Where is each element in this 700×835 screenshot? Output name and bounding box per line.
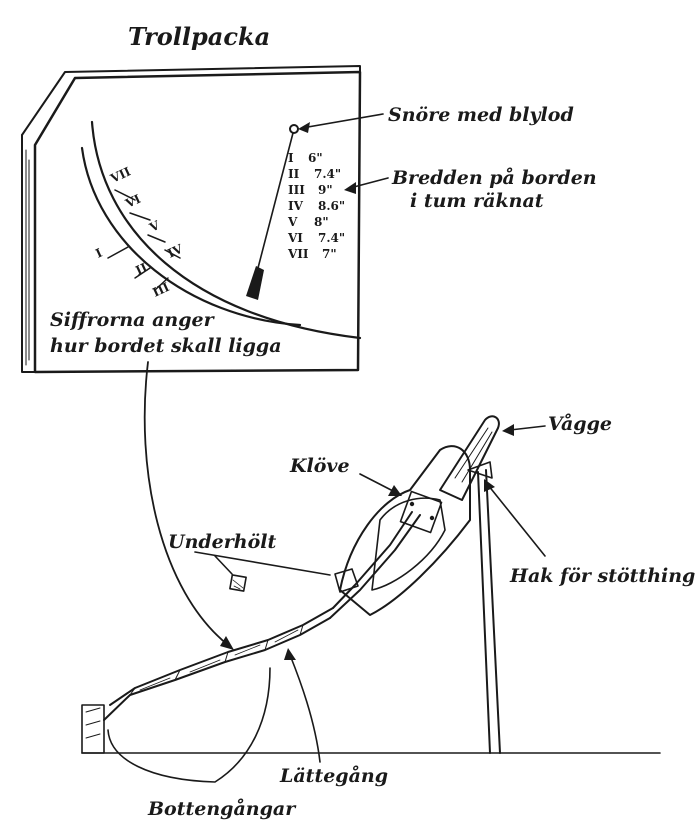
plank-numeral: I <box>288 151 294 165</box>
lattegang-label: Lättegång <box>279 764 388 787</box>
keel-grain <box>85 707 101 739</box>
snore-arrowhead <box>298 122 310 133</box>
curve-mark-iii: III <box>150 280 172 300</box>
board-left-edge <box>21 134 36 373</box>
vagge-label: Vågge <box>548 412 612 435</box>
snore-arrow <box>301 113 384 129</box>
plank-width: 7.4" <box>314 167 341 181</box>
curve-mark-vii: VII <box>107 164 133 186</box>
siffrorna-label-line2: hur bordet skall ligga <box>50 335 282 357</box>
outer-curve <box>90 120 362 340</box>
trollpacka-board: VII VI V IV I II III I 6" II 7.4" III 9"… <box>21 65 362 374</box>
underholt-arrow-to-block <box>214 555 233 575</box>
plank-numeral: IV <box>288 199 304 213</box>
vagge-arrowhead <box>502 424 514 436</box>
plank-numeral: V <box>287 215 298 229</box>
bottengangar-label: Bottengångar <box>147 797 297 820</box>
rising-strake-lower <box>329 514 421 619</box>
curve-mark-vi: VI <box>122 192 143 212</box>
board-outline <box>33 70 362 374</box>
bredden-arrow <box>349 177 389 189</box>
underholt-arrow-to-bolt <box>194 551 331 576</box>
plank-width: 9" <box>318 183 333 197</box>
bredden-label-line1: Bredden på borden <box>391 166 597 189</box>
string-anchor <box>289 124 299 134</box>
klove-arrowhead <box>388 485 402 496</box>
lattegang-arrow <box>289 654 321 763</box>
hak-arrow <box>487 484 546 557</box>
klove-plate <box>399 490 443 534</box>
plank-width: 8" <box>314 215 329 229</box>
rising-strake-upper <box>332 511 413 609</box>
klove-clamp <box>339 445 471 616</box>
connector-curve <box>143 361 229 646</box>
underholt-label: Underhölt <box>168 531 276 553</box>
vagge-arrow <box>509 425 546 431</box>
plank-width-table: I 6" II 7.4" III 9" IV 8.6" V 8" VI 7.4"… <box>287 151 345 261</box>
plank-width: 6" <box>308 151 323 165</box>
post-notch <box>467 461 493 479</box>
bredden-label-line2: i tum räknat <box>410 190 544 212</box>
hak-arrowhead <box>484 479 495 492</box>
inner-curve <box>80 146 302 327</box>
klove-inner <box>371 497 446 591</box>
underholt-bolt <box>334 568 359 593</box>
plank-numeral: VI <box>287 231 303 245</box>
snore-label: Snöre med blylod <box>388 104 574 126</box>
underholt-block <box>229 574 247 592</box>
underholt-block-hatch <box>232 579 244 590</box>
plumb-string <box>257 132 294 269</box>
board-top-edge <box>21 65 361 136</box>
hak-label: Hak för stötthing <box>509 565 695 587</box>
curve-mark-iv: IV <box>165 241 185 260</box>
bredden-arrowhead <box>344 182 356 194</box>
klove-rivet <box>429 515 435 521</box>
curve-ticks <box>107 189 181 291</box>
plank-numeral: II <box>288 167 300 181</box>
siffrorna-label-line1: Siffrorna anger <box>50 309 216 331</box>
plumb-bob <box>246 266 264 300</box>
plank-numeral: VII <box>287 247 309 261</box>
connector-arrowhead <box>220 636 234 650</box>
plank-joints <box>129 624 304 696</box>
wood-grain <box>25 149 30 366</box>
curve-mark-i: I <box>93 245 104 260</box>
support-post <box>477 469 501 754</box>
bottengangar-bracket <box>107 667 271 783</box>
klove-arrow <box>359 473 396 493</box>
plank-numeral: III <box>288 183 305 197</box>
keel-block <box>81 704 105 754</box>
plank-hatching <box>139 629 299 691</box>
diagram-title: Trollpacka <box>128 22 270 51</box>
klove-rivet <box>409 501 415 507</box>
vagge-grain <box>454 427 493 483</box>
curve-mark-v: V <box>146 218 162 235</box>
vagge-wedge <box>439 415 500 501</box>
lattegang-arrowhead <box>284 648 296 660</box>
plank-width: 7.4" <box>318 231 345 245</box>
klove-label: Klöve <box>289 455 350 477</box>
hull-section <box>81 415 661 754</box>
plank-width: 7" <box>322 247 337 261</box>
plank-width: 8.6" <box>318 199 345 213</box>
